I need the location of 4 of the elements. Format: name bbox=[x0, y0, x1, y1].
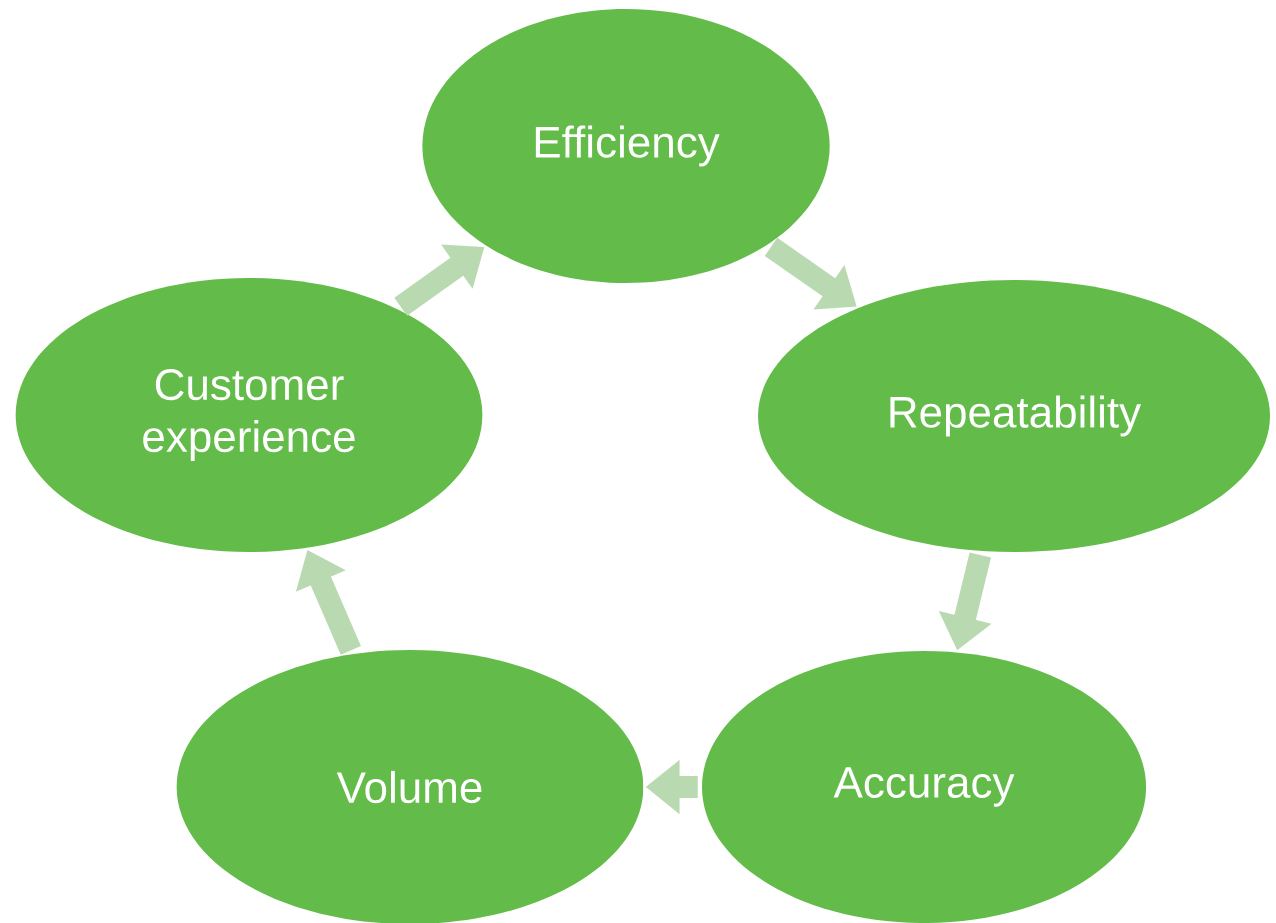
ellipse-node: Customer experience bbox=[15, 278, 483, 552]
ellipse-node: Repeatability bbox=[758, 280, 1270, 552]
ellipse-node: Accuracy bbox=[702, 651, 1147, 923]
ellipse-node: Efficiency bbox=[422, 9, 830, 283]
